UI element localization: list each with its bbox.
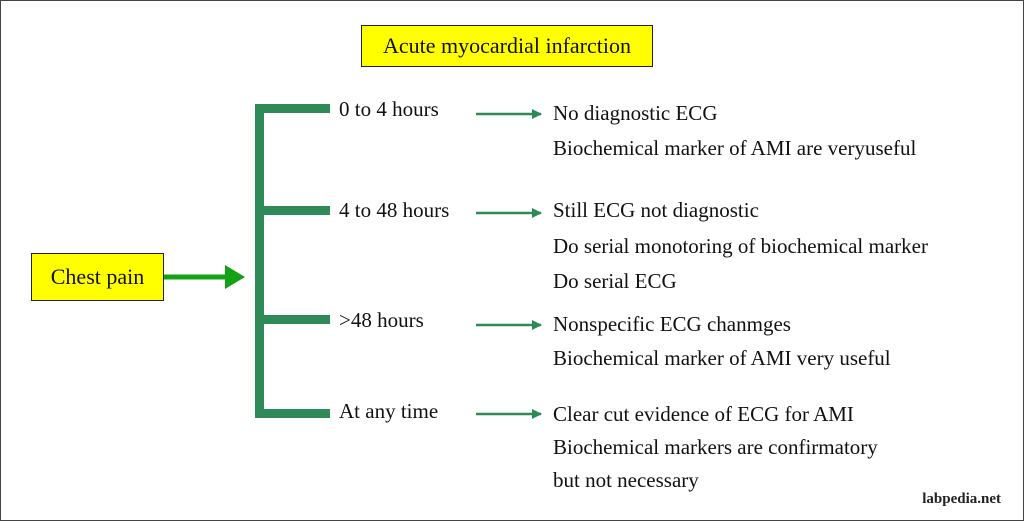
- branch-3-finding-2: Biochemical marker of AMI very useful: [553, 346, 891, 370]
- branch-4-time: At any time: [339, 399, 439, 423]
- branch-4-finding-3: but not necessary: [553, 468, 699, 492]
- branch-bar-1: [255, 104, 330, 113]
- diagram-title-text: Acute myocardial infarction: [382, 33, 631, 58]
- branch-3-time: >48 hours: [339, 308, 424, 332]
- branch-1-finding-2: Biochemical marker of AMI are veryuseful: [553, 136, 917, 160]
- branch-2-time: 4 to 48 hours: [339, 198, 450, 222]
- start-arrow-head: [225, 265, 245, 289]
- branch-4-finding-1: Clear cut evidence of ECG for AMI: [553, 402, 854, 426]
- branch-bar-2: [255, 206, 330, 215]
- branch-bar-4: [255, 409, 330, 418]
- branch-4-finding-2: Biochemical markers are confirmatory: [553, 435, 878, 459]
- branch-1-time: 0 to 4 hours: [339, 97, 439, 121]
- branch-2-finding-2: Do serial monotoring of biochemical mark…: [553, 234, 928, 258]
- source-credit: labpedia.net: [922, 491, 1001, 507]
- diagram-title: Acute myocardial infarction: [361, 25, 653, 67]
- branch-2-finding-1: Still ECG not diagnostic: [553, 198, 759, 222]
- start-node-label: Chest pain: [50, 264, 145, 289]
- branch-3-finding-1: Nonspecific ECG chanmges: [553, 312, 791, 336]
- start-node: Chest pain: [31, 253, 164, 301]
- branch-1-finding-1: No diagnostic ECG: [553, 101, 718, 125]
- bracket-spine: [255, 104, 264, 418]
- branch-bar-3: [255, 315, 330, 324]
- branch-2-finding-3: Do serial ECG: [553, 269, 677, 293]
